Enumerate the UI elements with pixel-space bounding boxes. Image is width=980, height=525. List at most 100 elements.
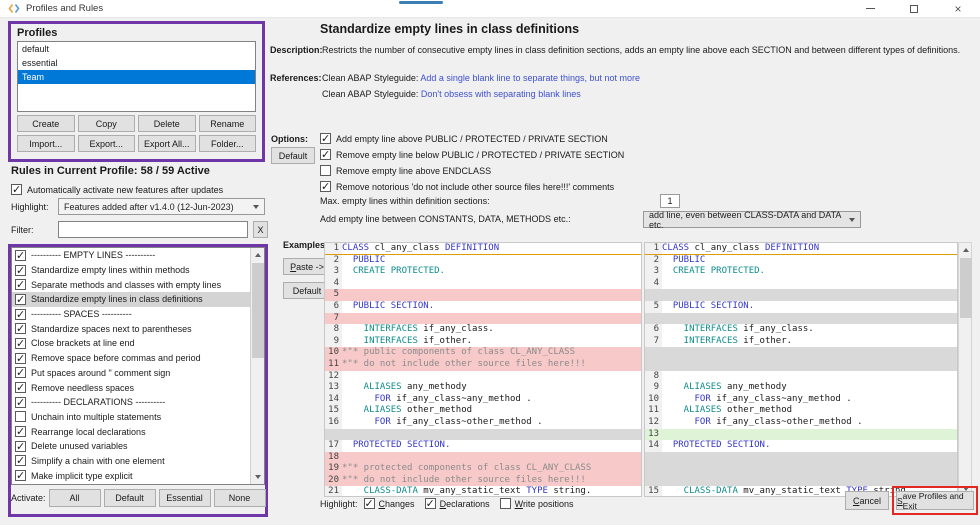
rule-item[interactable]: Standardize empty lines in class definit… [12,292,250,307]
profile-delete-button[interactable]: Delete [138,115,196,132]
line-number: 6 [645,324,662,336]
rule-item[interactable]: Standardize spaces next to parentheses [12,321,250,336]
scroll-down-icon[interactable] [251,470,265,484]
profiles-annotation-box: Profiles defaultessentialTeam CreateCopy… [8,21,265,162]
scroll-up-icon[interactable] [251,248,265,262]
rule-checkbox[interactable] [15,441,26,452]
rule-checkbox[interactable] [15,470,26,481]
profile-exportall-button[interactable]: Export All... [138,135,196,152]
option-checkbox[interactable] [320,181,331,192]
close-button[interactable]: × [936,0,980,18]
highlight-dropdown[interactable]: Features added after v1.4.0 (12-Jun-2023… [58,198,265,215]
rule-item[interactable]: Simplify a chain with one element [12,454,250,469]
code-line [645,475,957,487]
option-checkbox[interactable] [320,165,331,176]
profile-folder-button[interactable]: Folder... [199,135,257,152]
max-empty-lines-input[interactable]: 1 [660,194,680,208]
profile-create-button[interactable]: Create [17,115,75,132]
profile-export-button[interactable]: Export... [78,135,136,152]
footer-checkbox-write-positions[interactable] [500,498,511,509]
profile-item-essential[interactable]: essential [18,56,255,70]
rule-label: Unchain into multiple statements [31,412,161,422]
activate-default-button[interactable]: Default [104,489,156,507]
rule-item[interactable]: Remove space before commas and period [12,351,250,366]
rule-item[interactable]: Separate methods and classes with empty … [12,277,250,292]
reference-link[interactable]: Don't obsess with separating blank lines [421,89,581,99]
option-checkbox[interactable] [320,149,331,160]
rule-checkbox[interactable] [15,338,26,349]
rule-checkbox[interactable] [15,265,26,276]
activate-none-button[interactable]: None [214,489,266,507]
rule-item[interactable]: Rearrange local declarations [12,424,250,439]
rule-item[interactable]: Put spaces around " comment sign [12,366,250,381]
cancel-button[interactable]: Cancel [845,491,889,510]
options-default-button[interactable]: Default [271,147,315,164]
rules-scrollbar[interactable] [250,248,264,484]
rule-item[interactable]: ---------- SPACES ---------- [12,307,250,322]
rule-item[interactable]: ---------- EMPTY LINES ---------- [12,248,250,263]
profile-copy-button[interactable]: Copy [78,115,136,132]
code-line: 5 [325,289,641,301]
line-number: 18 [325,452,342,464]
rule-item[interactable]: Standardize empty lines within methods [12,263,250,278]
code-line: 11*"* do not include other source files … [325,359,641,371]
save-profiles-exit-button[interactable]: Save Profiles and Exit [896,491,974,510]
footer-checkbox-declarations[interactable] [425,498,436,509]
code-text: CREATE PROTECTED. [342,266,641,278]
rule-checkbox[interactable] [15,411,26,422]
minimize-button[interactable] [848,0,892,18]
line-number: 8 [325,324,342,336]
rule-item[interactable]: Delete unused variables [12,439,250,454]
add-empty-line-dropdown[interactable]: add line, even between CLASS-DATA and DA… [643,211,861,228]
auto-activate-checkbox[interactable] [11,184,22,195]
rule-checkbox[interactable] [15,382,26,393]
rules-list[interactable]: ---------- EMPTY LINES ----------Standar… [11,247,265,485]
reference-line: Clean ABAP Styleguide: Don't obsess with… [322,89,581,99]
footer-checkbox-label: Write positions [515,499,574,509]
rule-item[interactable]: Remove needless spaces [12,380,250,395]
code-line: 2 PUBLIC [645,255,957,267]
profiles-list[interactable]: defaultessentialTeam [17,41,256,112]
rule-checkbox[interactable] [15,367,26,378]
rule-checkbox[interactable] [15,353,26,364]
line-number: 14 [645,440,662,452]
rule-item[interactable]: Close brackets at line end [12,336,250,351]
code-line: 1CLASS cl_any_class DEFINITION [645,243,957,255]
reference-link[interactable]: Add a single blank line to separate thin… [420,73,640,83]
code-text: INTERFACES if_other. [342,336,641,348]
maximize-button[interactable] [892,0,936,18]
scroll-up-icon[interactable] [959,243,973,257]
references-label: References: [270,73,322,83]
profile-item-team[interactable]: Team [18,70,255,84]
code-text [662,475,957,487]
filter-clear-button[interactable]: X [253,221,268,238]
rule-checkbox[interactable] [15,294,26,305]
profile-rename-button[interactable]: Rename [199,115,257,132]
rule-checkbox[interactable] [15,426,26,437]
option-row: Remove empty line below PUBLIC / PROTECT… [320,149,624,160]
rule-checkbox[interactable] [15,279,26,290]
profile-import-button[interactable]: Import... [17,135,75,152]
rule-checkbox[interactable] [15,250,26,261]
rule-checkbox[interactable] [15,455,26,466]
rule-item[interactable]: Unchain into multiple statements [12,410,250,425]
code-text: CLASS-DATA mv_any_static_text TYPE strin… [342,486,641,497]
code-scrollbar[interactable] [958,242,972,497]
rule-item[interactable]: Make implicit type explicit [12,468,250,483]
filter-input[interactable] [58,221,248,238]
rule-checkbox[interactable] [15,323,26,334]
rule-checkbox[interactable] [15,309,26,320]
rule-checkbox[interactable] [15,397,26,408]
profile-item-default[interactable]: default [18,42,255,56]
rule-label: Standardize empty lines in class definit… [31,294,203,304]
line-number: 7 [325,313,342,325]
activate-all-button[interactable]: All [49,489,101,507]
option-checkbox[interactable] [320,133,331,144]
activate-essential-button[interactable]: Essential [159,489,211,507]
footer-checkbox-changes[interactable] [364,498,375,509]
rules-scrollbar-thumb[interactable] [252,263,264,358]
code-scrollbar-thumb[interactable] [960,258,972,318]
code-text [662,463,957,475]
rule-item[interactable]: ---------- DECLARATIONS ---------- [12,395,250,410]
line-number: 1 [645,243,662,255]
